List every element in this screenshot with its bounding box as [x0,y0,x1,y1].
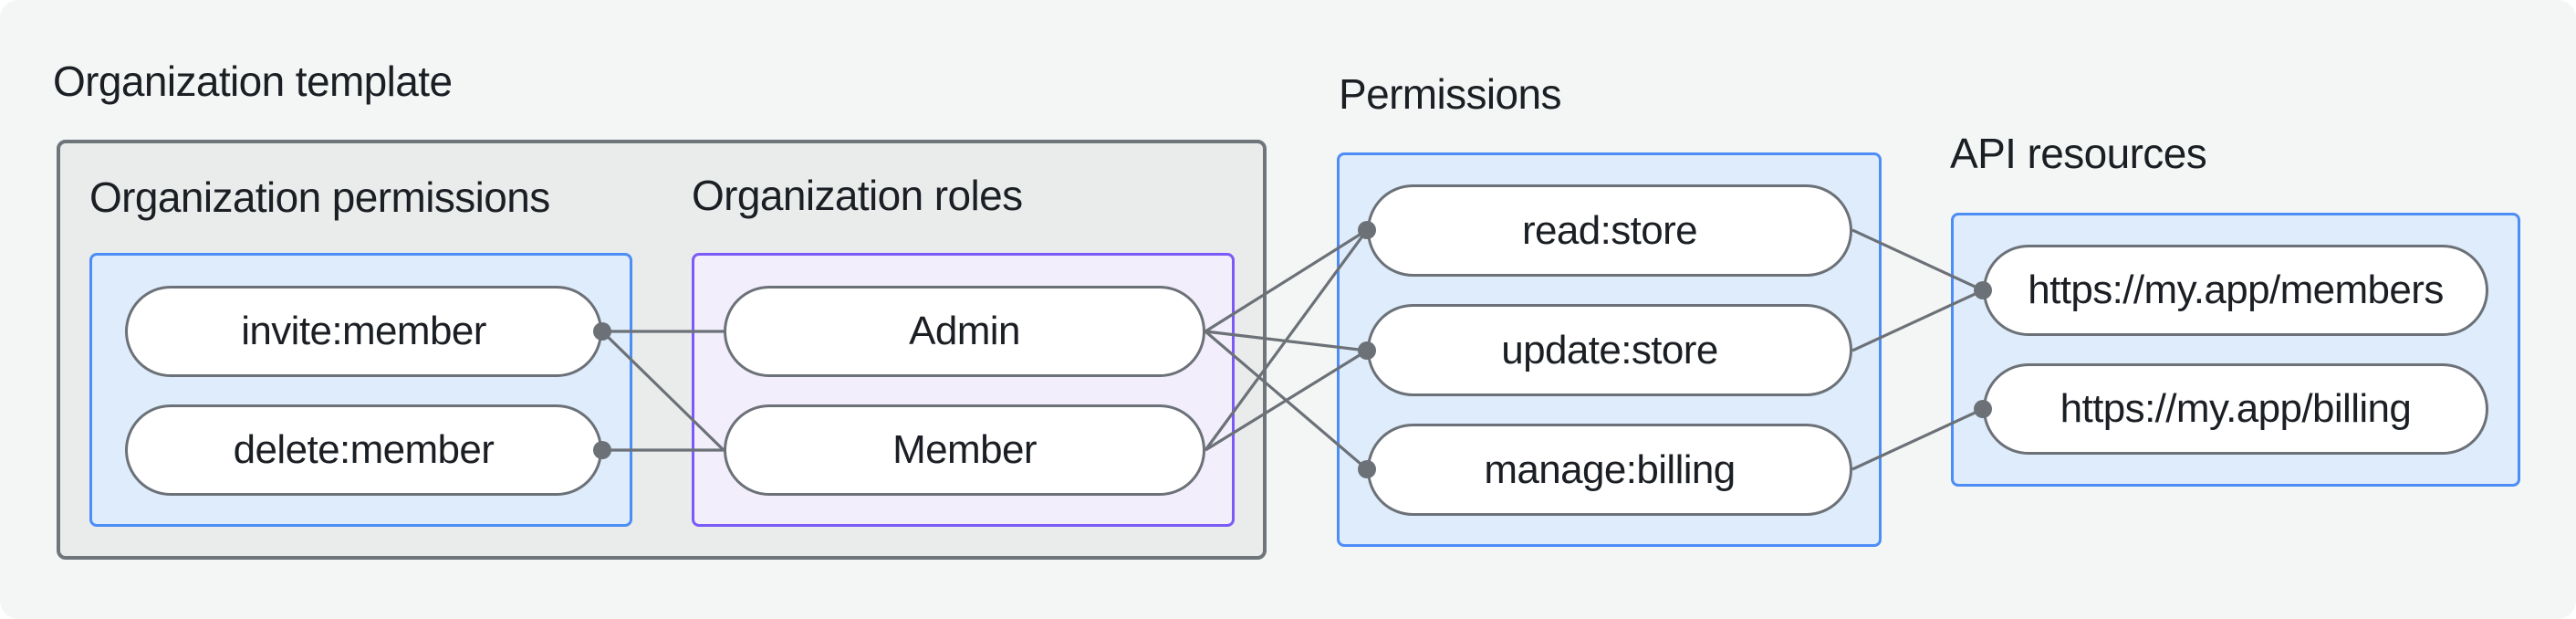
pill-delete-member: delete:member [125,404,602,496]
org-permissions-heading: Organization permissions [89,173,550,221]
pill-admin: Admin [724,286,1205,377]
diagram-title: Organization template [53,58,453,105]
pill-member: Member [724,404,1205,496]
pill-manage-billing: manage:billing [1367,424,1852,516]
api-resources-heading: API resources [1950,130,2207,177]
org-roles-heading: Organization roles [692,172,1023,219]
pill-invite-member: invite:member [125,286,602,377]
pill-api-billing: https://my.app/billing [1983,363,2488,455]
pill-api-members: https://my.app/members [1983,245,2488,336]
pill-read-store: read:store [1367,184,1852,277]
permissions-heading: Permissions [1339,70,1562,118]
pill-update-store: update:store [1367,304,1852,396]
